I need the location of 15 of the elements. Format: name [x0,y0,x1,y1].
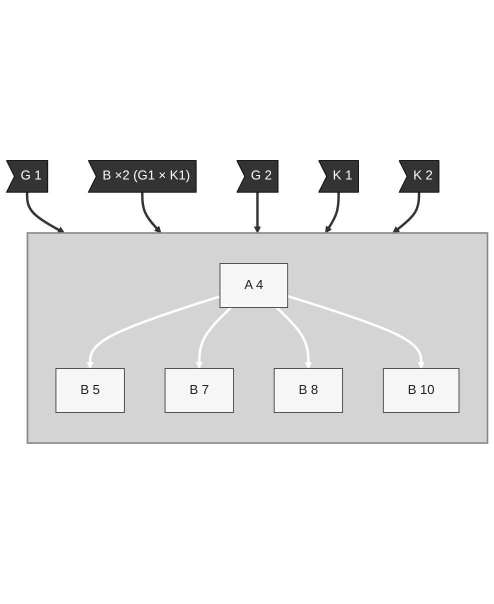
arrow [287,295,425,370]
node-box: B 5 [56,368,125,414]
arrow [254,192,262,234]
arrow [26,192,65,234]
node-box: B 7 [164,368,234,414]
arrow [86,295,220,370]
node-box: B 8 [274,368,344,414]
arrow [196,306,232,370]
node-box: A 4 [220,263,288,308]
arrow [325,192,340,234]
arrow [276,306,312,370]
arrow [392,192,420,234]
node-box: B 10 [382,368,460,414]
arrow [141,192,162,234]
cluster [26,232,488,444]
